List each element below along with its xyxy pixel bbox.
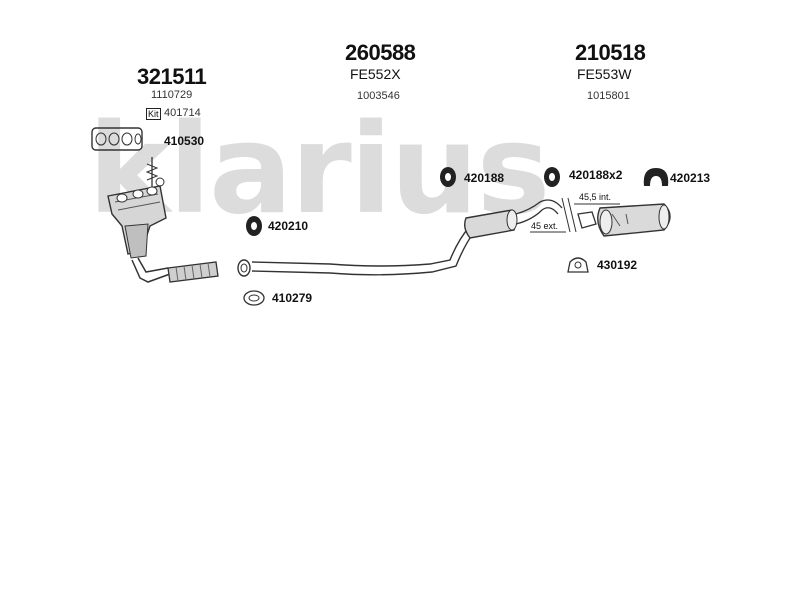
part-label-430192: 430192 (597, 258, 638, 272)
measure-ext: 45 ext. (531, 221, 559, 231)
part-label-410279: 410279 (272, 291, 313, 305)
manifold-gasket (91, 127, 143, 151)
flange-ring (237, 259, 251, 277)
part-label-420210: 420210 (268, 219, 309, 233)
gasket-410279 (243, 290, 265, 306)
rear-silencer (577, 203, 671, 237)
part-ref-260588: 260588 (345, 40, 416, 65)
kit-tag: Kit (146, 108, 161, 120)
clamp-430192 (567, 257, 589, 273)
spring-bolt (145, 157, 165, 188)
part-sub-fe553w: FE553W (577, 66, 632, 82)
part-label-410530: 410530 (164, 134, 205, 148)
part-label-420188x2: 420188x2 (569, 168, 623, 182)
part-sub-fe552x: FE552X (350, 66, 401, 82)
flex-pipe (167, 261, 219, 283)
part-code-1110729: 1110729 (151, 89, 193, 101)
rubber-hanger-420210 (246, 216, 262, 236)
part-label-420213: 420213 (670, 171, 711, 185)
rubber-hanger-420188x2 (544, 167, 560, 187)
part-ref-210518: 210518 (575, 40, 646, 65)
part-code-1015801: 1015801 (587, 90, 630, 102)
catalytic-converter (107, 185, 171, 283)
part-label-420188: 420188 (464, 171, 505, 185)
rubber-hanger-420188 (440, 167, 456, 187)
part-code-1003546: 1003546 (357, 90, 400, 102)
middle-pipe (251, 225, 475, 276)
part-ref-321511: 321511 (137, 64, 207, 89)
rubber-hanger-420213 (643, 168, 669, 186)
measure-int: 45,5 int. (579, 192, 612, 202)
kit-code: 401714 (164, 107, 201, 119)
center-silencer (463, 199, 563, 239)
separation-lines (530, 197, 620, 233)
